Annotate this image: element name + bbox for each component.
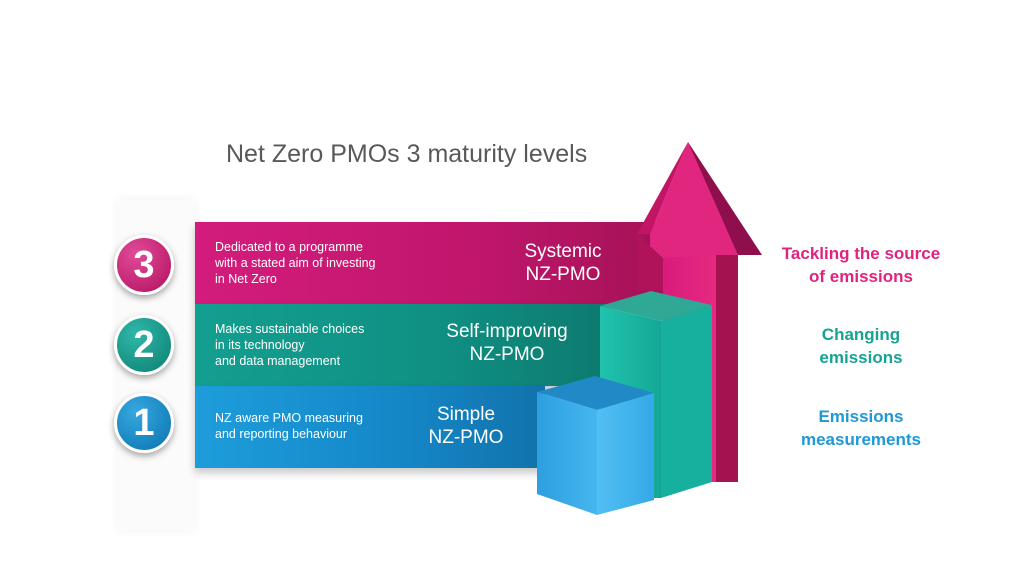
level-3-outcome-line: Tackling the source xyxy=(781,244,941,263)
level-2-description-line: in its technology xyxy=(215,338,305,352)
diagram-title: Net Zero PMOs 3 maturity levels xyxy=(226,140,588,168)
level-2-description: Makes sustainable choices in its technol… xyxy=(215,321,364,369)
level-1-number-badge: 1 xyxy=(114,393,174,453)
level-2-outcome: Changing emissions xyxy=(776,323,946,369)
level-3-description: Dedicated to a programme with a stated a… xyxy=(215,239,376,287)
level-3-description-line: Dedicated to a programme xyxy=(215,240,363,254)
level-2-name: Self-improving NZ-PMO xyxy=(432,320,582,366)
level-1-name-line: Simple xyxy=(436,404,496,425)
level-3-outcome: Tackling the source of emissions xyxy=(756,242,966,288)
level-1-description: NZ aware PMO measuring and reporting beh… xyxy=(215,410,363,442)
level-1-description-line: and reporting behaviour xyxy=(215,427,348,441)
level-1-outcome-line: measurements xyxy=(800,430,921,449)
level-1-name: Simple NZ-PMO xyxy=(414,403,518,449)
level-3-number-badge: 3 xyxy=(114,235,174,295)
level-1-name-line: NZ-PMO xyxy=(428,427,504,448)
level-2-name-line: NZ-PMO xyxy=(469,344,545,365)
level-2-description-line: and data management xyxy=(215,354,341,368)
blue-step-block xyxy=(537,376,654,515)
level-2-description-line: Makes sustainable choices xyxy=(215,322,365,336)
level-2-number-badge: 2 xyxy=(114,315,174,375)
level-1-band xyxy=(195,386,545,468)
level-1-description-line: NZ aware PMO measuring xyxy=(215,411,363,425)
level-1-outcome-line: Emissions xyxy=(818,407,904,426)
level-2-outcome-line: emissions xyxy=(819,348,903,367)
level-3-description-line: in Net Zero xyxy=(215,272,277,286)
level-2-name-line: Self-improving xyxy=(446,321,568,342)
level-3-name-line: NZ-PMO xyxy=(525,264,601,285)
level-2-band xyxy=(195,304,610,386)
level-3-outcome-line: of emissions xyxy=(809,267,913,286)
level-3-description-line: with a stated aim of investing xyxy=(215,256,376,270)
level-1-outcome: Emissions measurements xyxy=(776,405,946,451)
level-3-name-line: Systemic xyxy=(524,241,602,262)
level-3-band xyxy=(195,222,663,304)
level-2-outcome-line: Changing xyxy=(821,325,901,344)
level-3-name: Systemic NZ-PMO xyxy=(504,240,622,286)
